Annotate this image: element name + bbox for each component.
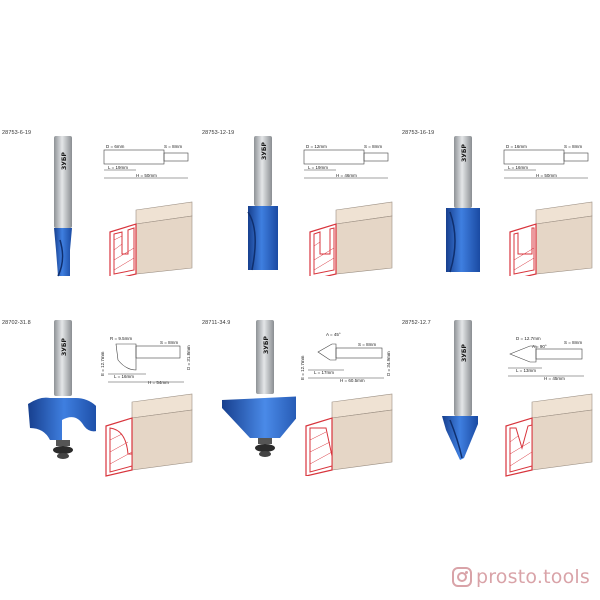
dim-r: R = 9.5mm xyxy=(110,336,132,341)
product-code: 28753-12-19 xyxy=(202,130,235,136)
dim-d: D = 16mm xyxy=(506,144,527,149)
dim-d: D = 34.9mm xyxy=(386,351,391,376)
dim-h: H = 50mm xyxy=(136,173,157,178)
dim-d: D = 6mm xyxy=(106,144,125,149)
product-cell: 28753-12-19 ЗУБР D = 12mm S = 8mm L = 19… xyxy=(200,100,400,300)
watermark-text: prosto.tools xyxy=(475,566,590,588)
svg-text:ЗУБР: ЗУБР xyxy=(461,344,468,362)
svg-text:ЗУБР: ЗУБР xyxy=(61,338,68,356)
product-code: 28753-16-19 xyxy=(402,130,435,136)
product-code: 28753-6-19 xyxy=(2,130,32,136)
dim-s: S = 8mm xyxy=(564,340,582,345)
dim-h: H = 50mm xyxy=(536,173,557,178)
dim-h: H = 45mm xyxy=(544,376,565,381)
dim-e: E = 12.7mm xyxy=(300,355,305,380)
dim-e: E = 12.7mm xyxy=(100,351,105,376)
chamfer-bit-image: ЗУБР xyxy=(222,320,296,457)
product-cell: 28753-6-19 ЗУБР D = 6mm S = 8mm L = 19mm… xyxy=(0,100,200,300)
svg-text:ЗУБР: ЗУБР xyxy=(461,144,468,162)
dim-h: H = 54mm xyxy=(148,380,169,385)
dim-a: A = 45° xyxy=(326,332,341,337)
dim-d: D = 12.7mm xyxy=(516,336,541,341)
cove-bit-image: ЗУБР xyxy=(28,320,96,459)
v-groove-profile-drawing: D = 12.7mm A = 90° S = 8mm L = 13mm H = … xyxy=(505,336,593,477)
product-cell: 28702-31.8 ЗУБР R = 9.5mm S = 8mm D = 31… xyxy=(0,300,200,500)
product-cell: 28753-16-19 ЗУБР D = 16mm S = 8mm L = 16… xyxy=(400,100,600,300)
product-code: 28752-12.7 xyxy=(402,320,431,326)
dim-d: D = 12mm xyxy=(306,144,327,149)
dim-l: L = 16mm xyxy=(508,165,528,170)
dim-l: L = 17mm xyxy=(314,370,334,375)
svg-text:ЗУБР: ЗУБР xyxy=(261,142,268,160)
product-cell: 28711-34.9 ЗУБР A = 45° S = 8mm D = 34.9… xyxy=(200,300,400,500)
dim-s: S = 8mm xyxy=(164,144,182,149)
dim-h: H = 46mm xyxy=(336,173,357,178)
dim-s: S = 8mm xyxy=(564,144,582,149)
straight-bit-image: ЗУБР xyxy=(247,136,278,271)
dim-a: A = 90° xyxy=(532,344,547,349)
straight-profile-drawing: D = 6mm S = 8mm L = 19mm H = 50mm xyxy=(103,144,193,276)
dim-l: L = 13mm xyxy=(516,368,536,373)
chamfer-profile-drawing: A = 45° S = 8mm D = 34.9mm E = 12.7mm L … xyxy=(300,332,393,476)
v-groove-bit-image: ЗУБР xyxy=(442,320,478,460)
svg-text:ЗУБР: ЗУБР xyxy=(61,152,68,170)
straight-profile-drawing: D = 16mm S = 8mm L = 16mm H = 50mm xyxy=(503,144,593,276)
dim-l: L = 19mm xyxy=(308,165,328,170)
cove-profile-drawing: R = 9.5mm S = 8mm D = 31.8mm E = 12.7mm … xyxy=(100,336,193,477)
product-code: 28711-34.9 xyxy=(202,320,231,326)
product-code: 28702-31.8 xyxy=(2,320,31,326)
dim-s: S = 8mm xyxy=(364,144,382,149)
dim-h: H = 60.5mm xyxy=(340,378,365,383)
dim-s: S = 8mm xyxy=(358,342,376,347)
straight-profile-drawing: D = 12mm S = 8mm L = 19mm H = 46mm xyxy=(303,144,393,276)
watermark: prosto.tools xyxy=(451,566,590,588)
straight-bit-image: ЗУБР xyxy=(54,136,72,277)
dim-s: S = 8mm xyxy=(160,340,178,345)
instagram-icon xyxy=(451,567,472,587)
product-cell: 28752-12.7 ЗУБР D = 12.7mm A = 90° S = 8… xyxy=(400,300,600,500)
dim-l: L = 19mm xyxy=(108,165,128,170)
dim-l: L = 16mm xyxy=(114,374,134,379)
dim-d: D = 31.8mm xyxy=(186,345,191,370)
svg-text:ЗУБР: ЗУБР xyxy=(263,336,270,354)
straight-bit-image: ЗУБР xyxy=(446,136,480,273)
